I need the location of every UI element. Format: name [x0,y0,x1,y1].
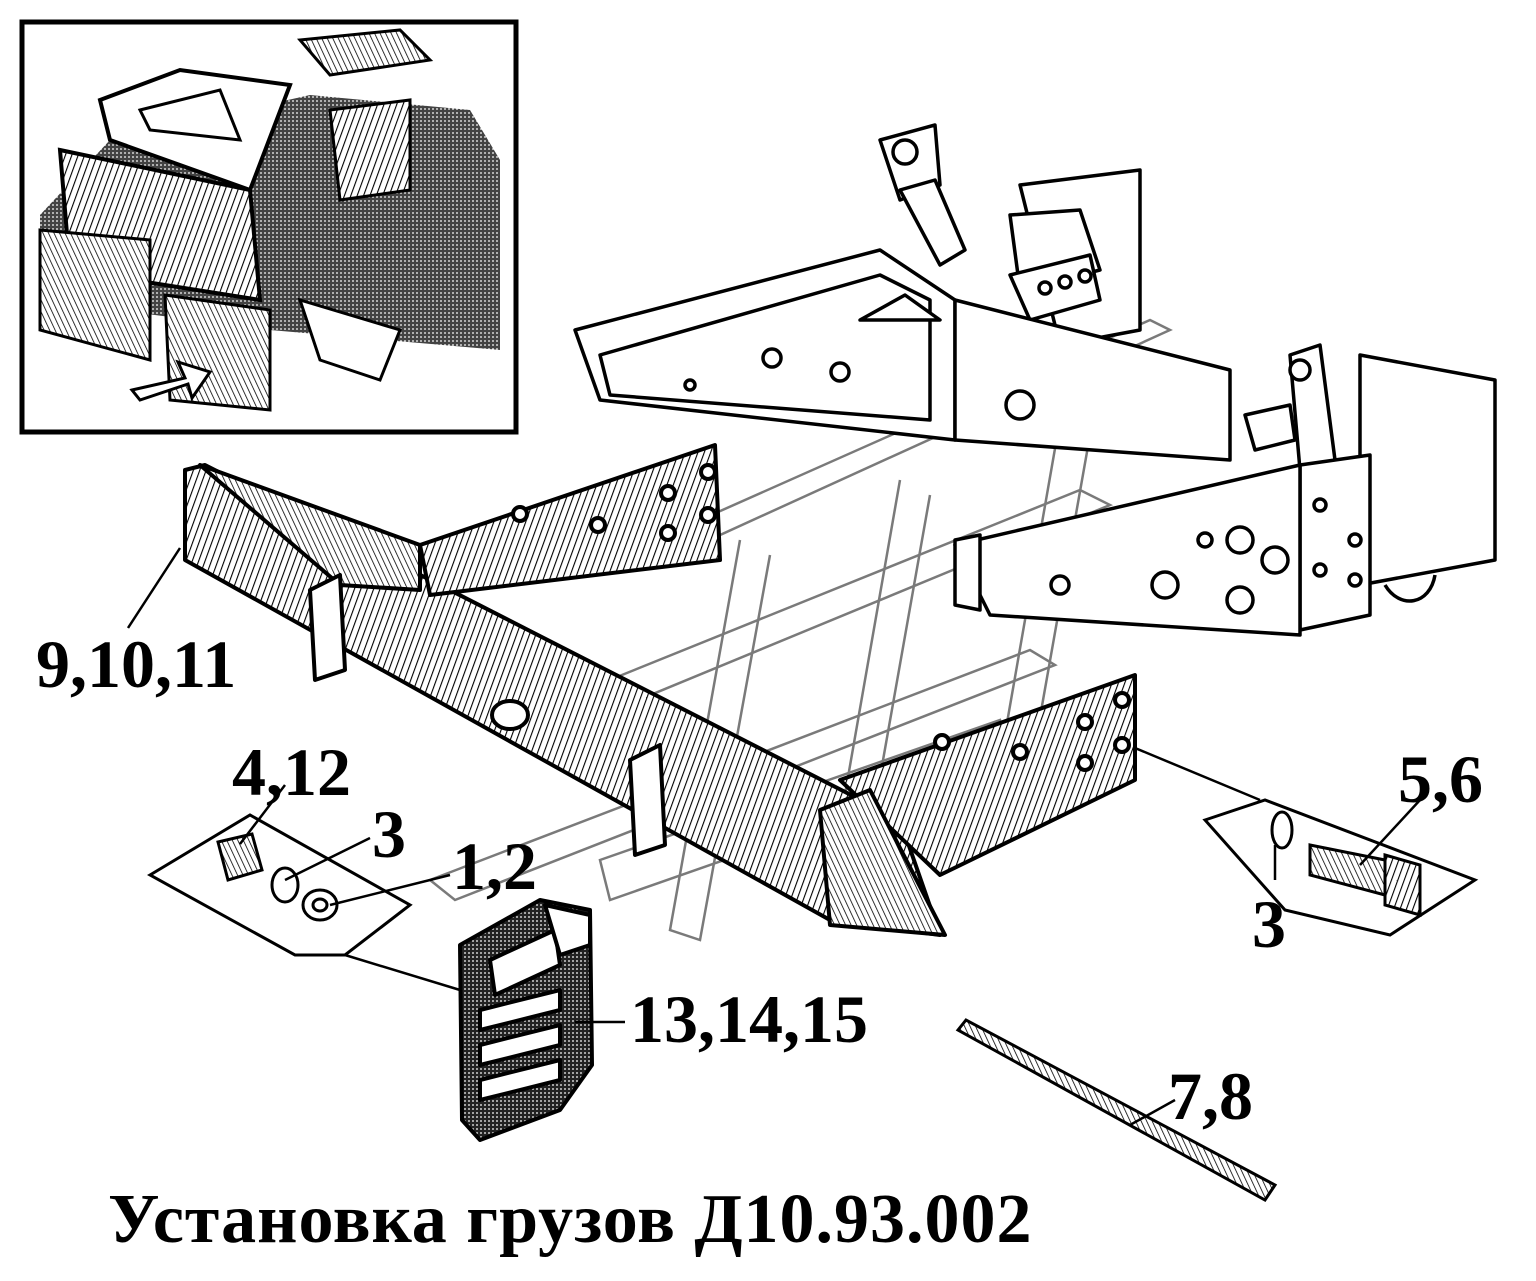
bumper-beam [183,443,1137,937]
callout-stud: 7,8 [1168,1058,1253,1134]
callout-flat-washer: 1,2 [452,828,537,904]
arrow-icon [129,359,213,402]
callout-bumper: 9,10,11 [36,626,237,702]
callout-washer-left: 3 [372,796,406,872]
threaded-stud [955,1018,1278,1202]
fastener-set-left [146,813,461,992]
diagram-title: Установка грузов Д10.93.002 [108,1181,1033,1258]
callout-bolt: 5,6 [1398,741,1483,817]
leader-lines [126,547,1421,1127]
weight-plate [458,898,594,1142]
inset-photo [19,19,519,435]
tractor-frame [573,123,1497,637]
callout-weight: 13,14,15 [630,981,868,1057]
callout-washer-right: 3 [1252,886,1286,962]
fastener-set-right [1134,746,1479,937]
callout-nut: 4,12 [232,734,351,810]
